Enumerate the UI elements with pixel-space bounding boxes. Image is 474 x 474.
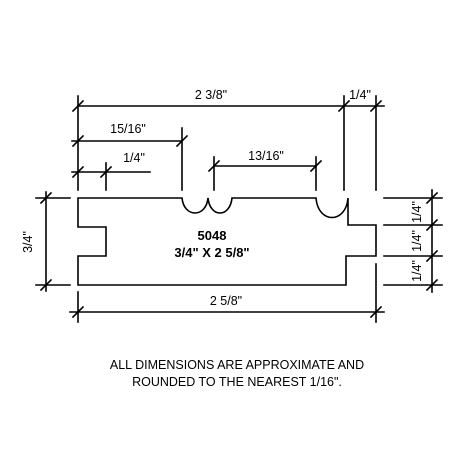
- dim-overall-top: [71, 95, 351, 191]
- dim-bottom-width: [69, 263, 385, 323]
- part-number: 5048: [198, 228, 227, 243]
- label-bottom-width: 2 5/8": [210, 294, 242, 308]
- label-right-top: 1/4": [349, 88, 371, 102]
- part-size: 3/4" X 2 5/8": [174, 245, 249, 260]
- label-right-lower: 1/4": [410, 260, 424, 282]
- label-bead-spacing: 13/16": [248, 149, 284, 163]
- note-line-1: ALL DIMENSIONS ARE APPROXIMATE AND: [109, 358, 365, 372]
- note-line-2: ROUNDED TO THE NEAREST 1/16".: [132, 375, 342, 389]
- label-left-small: 1/4": [123, 151, 145, 165]
- dim-left-to-bead: [71, 127, 189, 191]
- board-profile-outline: [77, 197, 377, 286]
- label-right-middle: 1/4": [410, 230, 424, 252]
- label-right-upper: 1/4": [410, 201, 424, 223]
- dim-left-small: [71, 162, 151, 191]
- label-overall-top: 2 3/8": [195, 88, 227, 102]
- dim-right-top: [343, 95, 385, 191]
- dim-bead-spacing: [207, 156, 323, 191]
- dim-right-stack: [383, 189, 443, 293]
- label-thickness: 3/4": [21, 231, 35, 253]
- dim-thickness: [35, 191, 71, 292]
- label-left-to-bead: 15/16": [110, 122, 146, 136]
